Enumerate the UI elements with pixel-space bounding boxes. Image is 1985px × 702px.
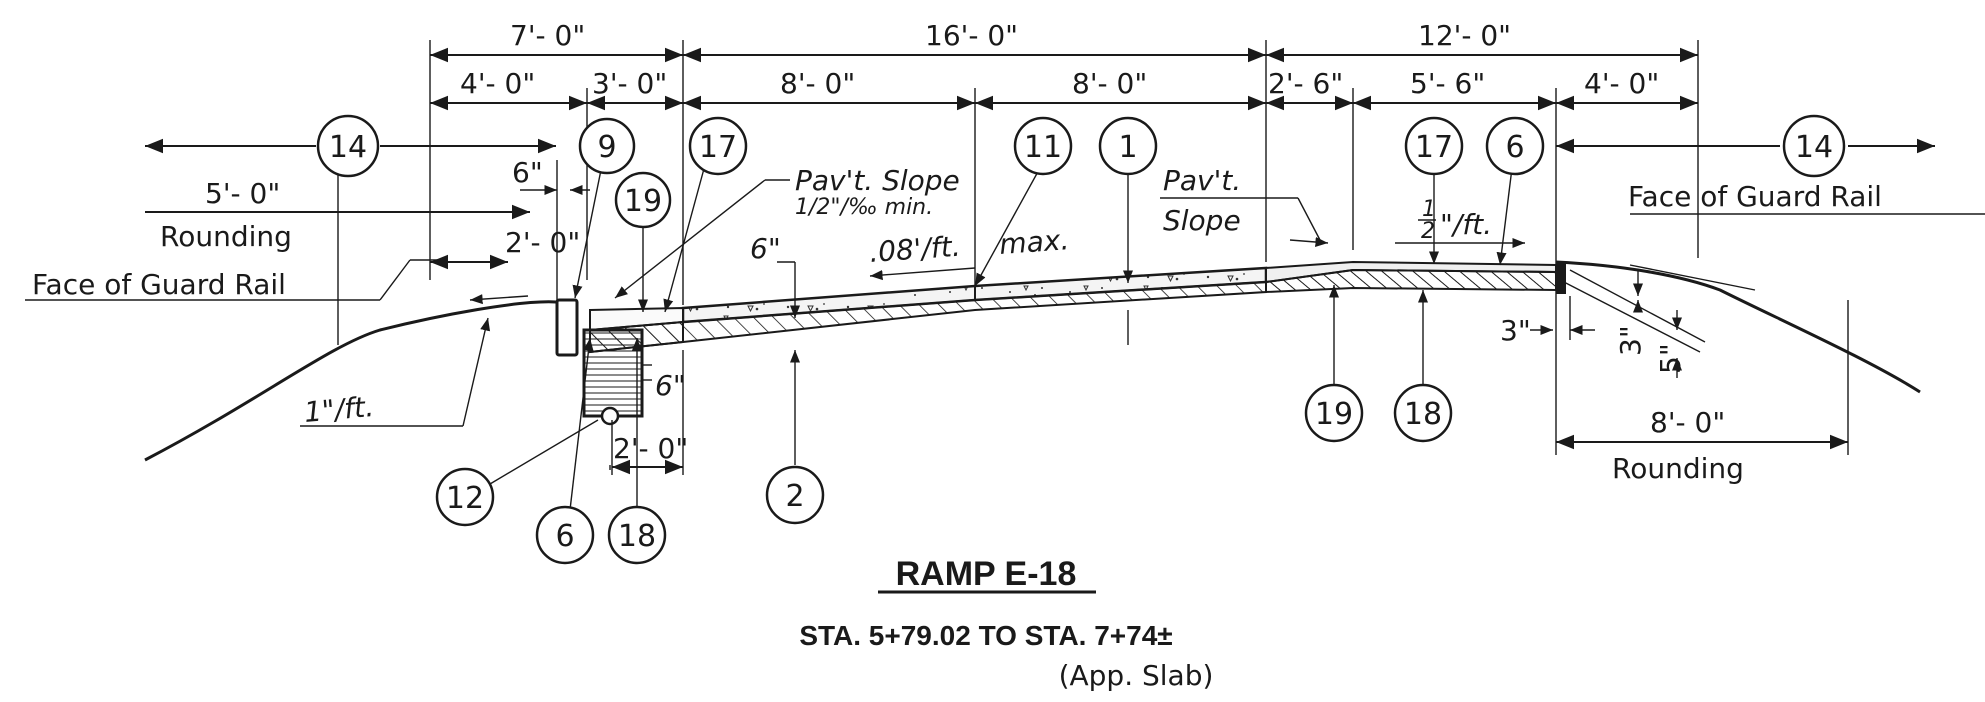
dim-3in-b: 3" <box>1614 325 1647 356</box>
svg-text:19: 19 <box>1315 397 1353 432</box>
dimension-lines <box>145 40 1985 455</box>
app-slab-note: (App. Slab) <box>1059 659 1214 692</box>
dim-8ft-a: 8'- 0" <box>780 67 855 100</box>
callout-14-left: 14 <box>316 114 380 178</box>
callout-1: 1 <box>1098 116 1158 176</box>
one-in-ft-label: 1"/ft. <box>303 390 375 429</box>
callout-18-left: 18 <box>607 505 667 565</box>
dim-8ft-right: 8'- 0" <box>1650 406 1725 439</box>
callout-19-left: 19 <box>614 171 672 229</box>
notes: Rounding Face of Guard Rail Face of Guar… <box>32 164 1882 485</box>
svg-text:18: 18 <box>618 519 656 554</box>
dim-3ft: 3'- 0" <box>592 67 667 100</box>
dim-6in-mid: 6" <box>750 232 781 265</box>
half-in-ft-label: "/ft. <box>1440 208 1492 241</box>
svg-text:18: 18 <box>1404 397 1442 432</box>
dim-2ft6: 2'- 6" <box>1268 67 1343 100</box>
callout-18-right: 18 <box>1393 383 1453 443</box>
dim-5ft6: 5'- 6" <box>1410 67 1485 100</box>
dim-12ft: 12'- 0" <box>1418 19 1511 52</box>
svg-text:12: 12 <box>446 481 484 516</box>
dim-8ft-b: 8'- 0" <box>1072 67 1147 100</box>
max-label: max. <box>998 223 1070 261</box>
svg-text:2: 2 <box>785 479 804 514</box>
pavt-slope-right-label-2: Slope <box>1163 204 1241 237</box>
pavt-slope-right-label-1: Pav't. <box>1163 164 1241 197</box>
leader-lines <box>25 164 1683 512</box>
callout-19-right: 19 <box>1304 383 1364 443</box>
pavt-slope-min-label: 1/2"/‰ min. <box>795 195 933 220</box>
dim-3in-a: 3" <box>1500 314 1531 347</box>
callout-14-right: 14 <box>1782 114 1846 178</box>
svg-text:14: 14 <box>1795 130 1833 165</box>
dim-2ft-lower: 2'- 0" <box>613 432 688 465</box>
section-title: RAMP E-18 <box>896 555 1077 593</box>
slope-08-label: .08'/ft. <box>868 230 961 269</box>
pavement-section <box>589 260 1566 354</box>
callout-6-left: 6 <box>535 505 595 565</box>
callout-11: 11 <box>1013 116 1073 176</box>
dim-16ft: 16'- 0" <box>925 19 1018 52</box>
half-frac-num: 1 <box>1422 197 1436 222</box>
dim-2ft-upper: 2'- 0" <box>505 226 580 259</box>
svg-text:17: 17 <box>1415 130 1453 165</box>
rounding-left-label: Rounding <box>160 220 292 253</box>
svg-text:19: 19 <box>624 184 662 219</box>
callout-12: 12 <box>435 467 495 527</box>
dim-5in: 5" <box>1654 343 1687 374</box>
station-range: STA. 5+79.02 TO STA. 7+74± <box>799 620 1172 651</box>
title-block: RAMP E-18 STA. 5+79.02 TO STA. 7+74± (Ap… <box>799 555 1213 692</box>
ground-profile <box>144 260 1921 462</box>
callout-17-left: 17 <box>688 116 748 176</box>
svg-text:6: 6 <box>1505 130 1524 165</box>
callout-6-right: 6 <box>1485 116 1545 176</box>
rounding-right-label: Rounding <box>1612 452 1744 485</box>
svg-text:14: 14 <box>329 130 367 165</box>
svg-text:17: 17 <box>699 130 737 165</box>
dim-4ft-right: 4'- 0" <box>1584 67 1659 100</box>
callout-17-right: 17 <box>1404 116 1464 176</box>
half-frac-den: 2 <box>1421 219 1435 244</box>
svg-text:11: 11 <box>1024 130 1062 165</box>
dim-5ft: 5'- 0" <box>205 177 280 210</box>
callout-bubbles: 14 9 19 17 11 1 17 6 <box>316 114 1846 565</box>
dim-4ft-left: 4'- 0" <box>460 67 535 100</box>
svg-text:9: 9 <box>597 130 616 165</box>
callout-2: 2 <box>765 465 825 525</box>
dimension-labels: 7'- 0" 16'- 0" 12'- 0" 4'- 0" 3'- 0" 8'-… <box>205 19 1725 465</box>
pavt-slope-left-label: Pav't. Slope <box>795 164 960 197</box>
dim-7ft: 7'- 0" <box>510 19 585 52</box>
callout-9: 9 <box>578 117 636 175</box>
face-guard-rail-right-label: Face of Guard Rail <box>1628 180 1882 213</box>
face-guard-rail-left-label: Face of Guard Rail <box>32 268 286 301</box>
svg-text:1: 1 <box>1118 130 1137 165</box>
dim-6in-curb: 6" <box>655 369 686 402</box>
dim-6in-top: 6" <box>512 156 543 189</box>
svg-text:6: 6 <box>555 519 574 554</box>
